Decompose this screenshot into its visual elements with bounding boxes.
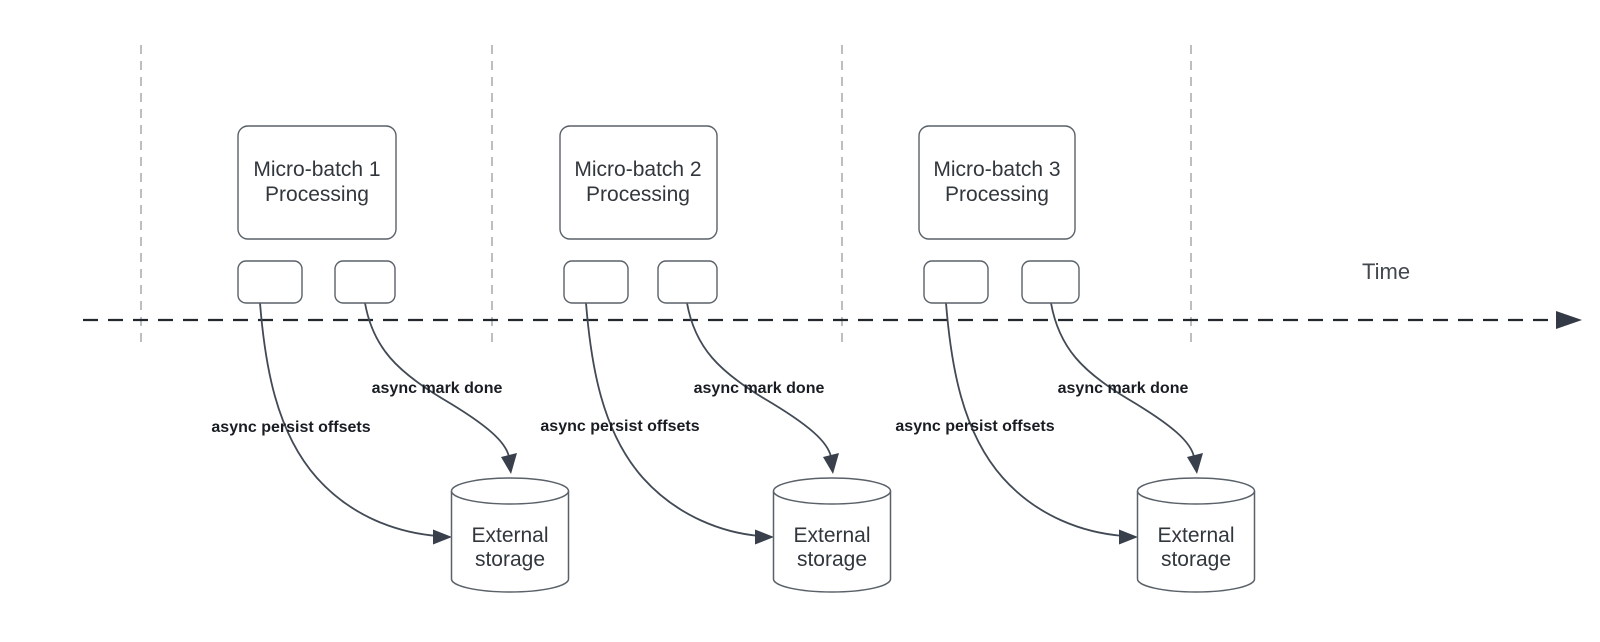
persist-offsets-arrowhead-2-icon (755, 529, 774, 545)
persist-offsets-arrow-1 (259, 302, 439, 537)
timeline-arrowhead-icon (1556, 311, 1582, 329)
mark-done-arrow-1 (364, 302, 510, 458)
mark-done-arrowhead-3-icon (1187, 453, 1203, 474)
persist-offsets-label-2: async persist offsets (540, 418, 700, 435)
external-storage-cylinder-1 (450, 491, 570, 593)
persist-offsets-arrowhead-3-icon (1119, 529, 1138, 545)
mark-done-label-1: async mark done (371, 380, 503, 397)
micro-batch-title-3: Micro-batch 3 Processing (933, 158, 1061, 206)
micro-batch-2-box (559, 125, 718, 240)
persist-offsets-arrow-2 (585, 302, 761, 537)
micro-batch-title-2: Micro-batch 2 Processing (574, 158, 702, 206)
persist-offsets-arrowhead-1-icon (433, 529, 452, 545)
external-storage-cylinder-2 (772, 491, 892, 593)
persist-offsets-label-1: async persist offsets (211, 419, 371, 436)
done-source-node-3 (1021, 260, 1080, 304)
done-source-node-1 (334, 260, 396, 304)
external-storage-label-3: External storage (1157, 524, 1235, 571)
done-source-node-2 (657, 260, 718, 304)
micro-batch-title-1: Micro-batch 1 Processing (253, 158, 381, 206)
external-storage-cylinder-3 (1136, 491, 1256, 593)
persist-source-node-2 (563, 260, 629, 304)
external-storage-label-2: External storage (793, 524, 871, 571)
mark-done-label-3: async mark done (1057, 380, 1189, 397)
mark-done-arrow-2 (686, 302, 832, 458)
persist-source-node-1 (237, 260, 303, 304)
external-storage-cylinder-1-top (450, 477, 570, 505)
time-label: Time (1362, 259, 1411, 284)
persist-source-node-3 (923, 260, 989, 304)
persist-offsets-label-3: async persist offsets (895, 418, 1055, 435)
micro-batch-3-box (918, 125, 1076, 240)
persist-offsets-arrow-3 (945, 302, 1125, 537)
mark-done-arrow-3 (1050, 302, 1195, 458)
mark-done-arrowhead-1-icon (501, 453, 517, 474)
micro-batch-1-box (237, 125, 397, 240)
mark-done-arrowhead-2-icon (823, 453, 839, 474)
mark-done-label-2: async mark done (693, 380, 825, 397)
external-storage-cylinder-2-top (772, 477, 892, 505)
external-storage-label-1: External storage (471, 524, 549, 571)
external-storage-cylinder-3-top (1136, 477, 1256, 505)
